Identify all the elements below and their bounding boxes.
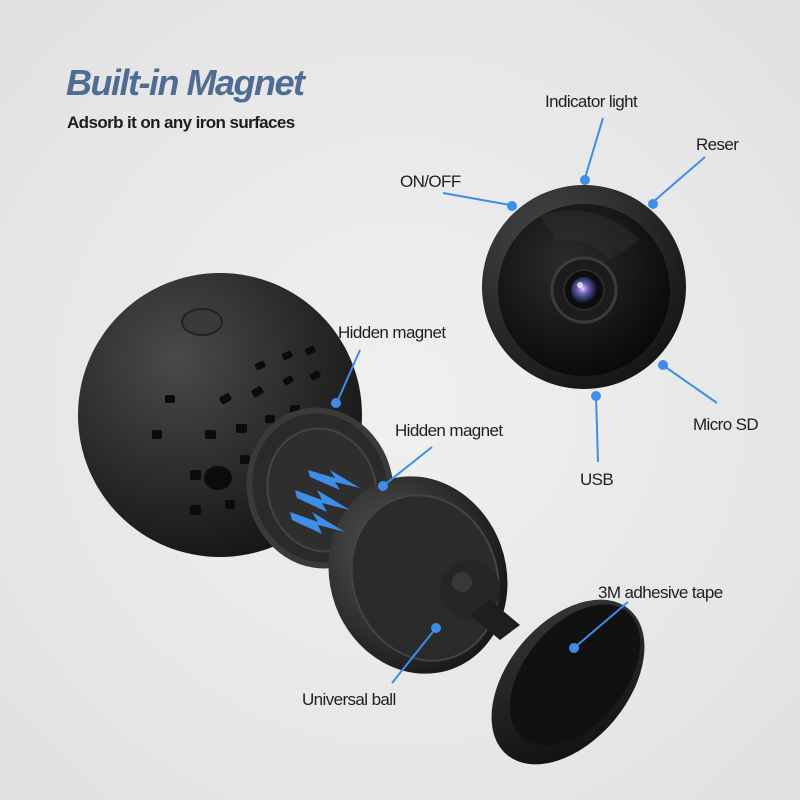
callout-universal-ball: Universal ball: [302, 690, 396, 709]
callout-3m-tape: 3M adhesive tape: [598, 583, 723, 602]
camera-back-view: [78, 273, 394, 569]
callout-indicator-light: Indicator light: [545, 92, 638, 111]
headline-title: Built-in Magnet: [66, 62, 305, 103]
callout-on-off: ON/OFF: [400, 172, 461, 191]
camera-front-view: [482, 185, 686, 389]
callout-hidden-magnet-mount: Hidden magnet: [395, 421, 503, 440]
callout-micro-sd: Micro SD: [693, 415, 759, 434]
callout-usb: USB: [580, 470, 614, 489]
callout-hidden-magnet-camera: Hidden magnet: [338, 323, 446, 342]
magnetic-mount: [328, 476, 645, 765]
headline-subtitle: Adsorb it on any iron surfaces: [67, 113, 295, 132]
callout-dots: [331, 175, 668, 653]
magnet-lightning-icon: [290, 470, 360, 534]
callout-lines: [337, 117, 718, 684]
callout-reset: Reser: [696, 135, 739, 154]
